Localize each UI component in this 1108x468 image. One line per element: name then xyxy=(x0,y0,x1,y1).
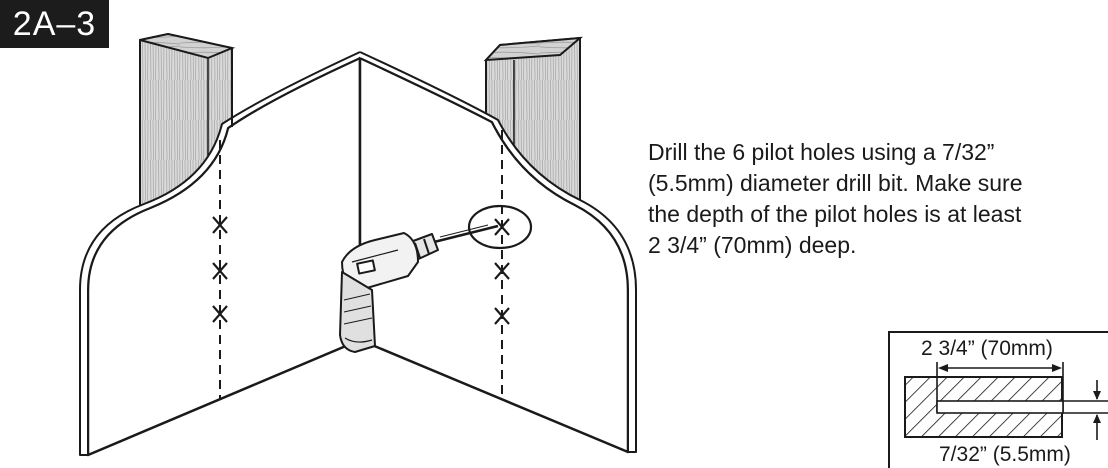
pilot-hole-mark-right-3 xyxy=(494,307,510,325)
depth-detail-diagram: 2 3/4” (70mm) 7/32” (5.5mm) xyxy=(888,331,1108,468)
drill-icon xyxy=(339,224,499,353)
instruction-text: Drill the 6 pilot holes using a 7/32” (5… xyxy=(648,137,1088,261)
depth-label: 2 3/4” (70mm) xyxy=(921,337,1053,360)
pilot-hole-mark-left-3 xyxy=(212,305,228,323)
highlight-circle xyxy=(467,204,533,250)
step-badge: 2A–3 xyxy=(0,0,109,48)
pilot-hole-mark-left-2 xyxy=(212,262,228,280)
pilot-hole-mark-left-1 xyxy=(212,216,228,234)
instruction-line-2: (5.5mm) diameter drill bit. Make sure xyxy=(648,170,1023,196)
instruction-line-1: Drill the 6 pilot holes using a 7/32” xyxy=(648,139,995,165)
instruction-line-4: 2 3/4” (70mm) deep. xyxy=(648,232,857,258)
instruction-line-3: the depth of the pilot holes is at least xyxy=(648,201,1022,227)
pilot-hole-mark-right-2 xyxy=(494,262,510,280)
diameter-label: 7/32” (5.5mm) xyxy=(939,443,1071,466)
pilot-hole-mark-right-1 xyxy=(494,218,510,236)
